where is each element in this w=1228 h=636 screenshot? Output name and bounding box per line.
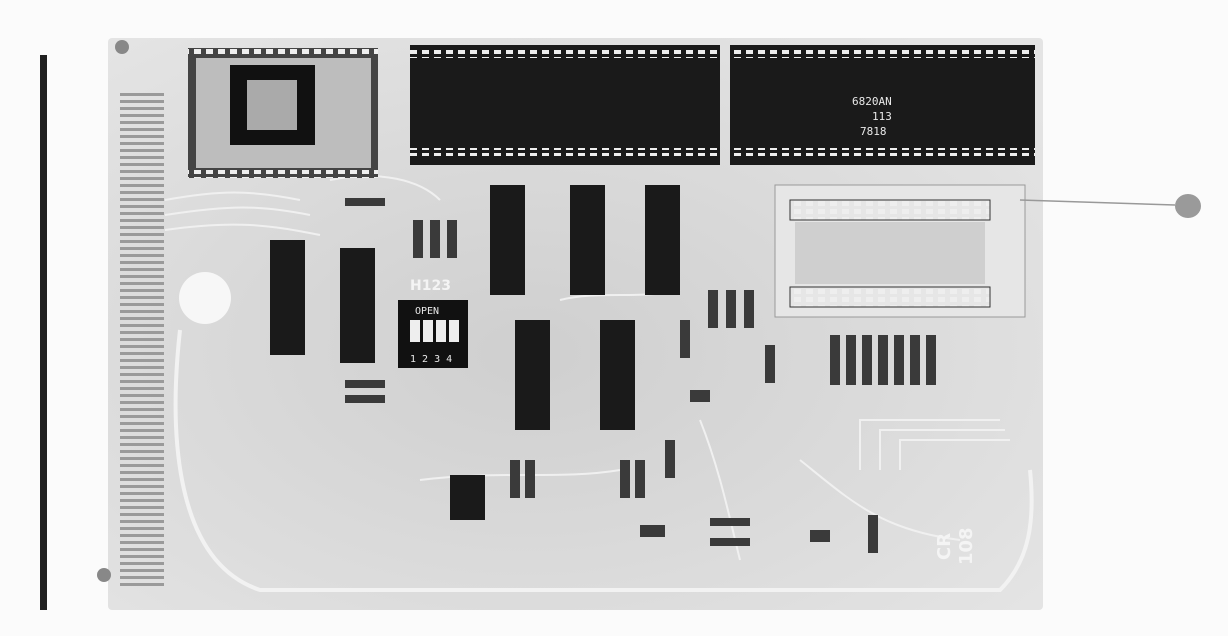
edge-connector bbox=[120, 90, 164, 590]
socket-chip bbox=[774, 184, 1026, 318]
dip-switch-ref: H123 bbox=[410, 278, 451, 294]
board-marking: CR 108 bbox=[934, 527, 977, 565]
resistors bbox=[345, 198, 936, 553]
chip-marking-line3: 7818 bbox=[860, 125, 887, 138]
mounting-hole bbox=[97, 568, 111, 582]
sensor-bead bbox=[1175, 194, 1201, 218]
trace-outline bbox=[173, 329, 1034, 592]
dip40-chip-2: 6820AN 113 7818 bbox=[730, 45, 1035, 165]
sensor-wire bbox=[1019, 199, 1176, 206]
eprom-chip bbox=[188, 48, 378, 178]
svg-text:CR: CR bbox=[934, 533, 955, 560]
dip-switch-numbers: 1 2 3 4 bbox=[410, 354, 452, 365]
svg-text:108: 108 bbox=[956, 527, 977, 565]
dip40-chip-1 bbox=[410, 45, 720, 165]
small-ics bbox=[270, 185, 680, 520]
chip-marking-line2: 113 bbox=[872, 110, 892, 123]
mounting-hole bbox=[115, 40, 129, 54]
dip-switch-open-label: OPEN bbox=[415, 306, 439, 317]
dip-switch: H123 OPEN 1 2 3 4 bbox=[398, 278, 468, 368]
traces bbox=[164, 175, 1010, 561]
mounting-pad bbox=[179, 272, 231, 324]
chip-marking-line1: 6820AN bbox=[852, 95, 892, 108]
edge-bar bbox=[40, 55, 47, 610]
